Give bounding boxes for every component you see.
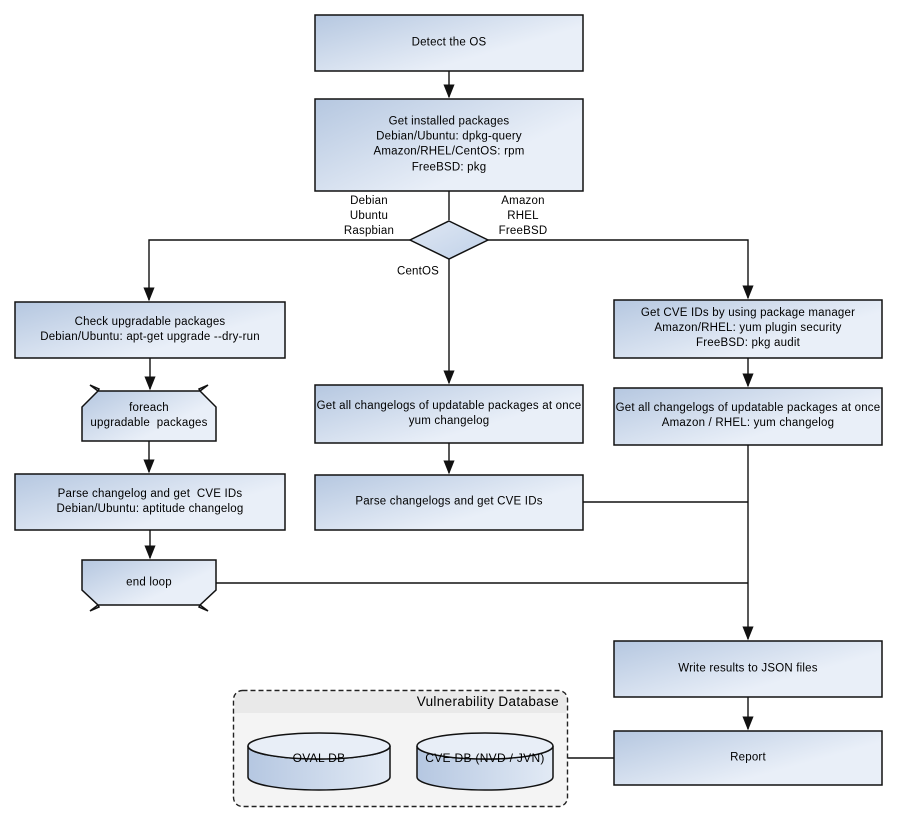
report-label: Report: [730, 751, 766, 764]
branch-label-debian: Debian Ubuntu Raspbian: [343, 195, 395, 238]
foreach-fold-right: [197, 384, 209, 393]
vulnerability-database-header: [235, 692, 566, 713]
oval-db-cylinder-top: [247, 732, 391, 760]
vulnerability-database-title: Vulnerability Database: [416, 694, 559, 709]
get-installed-label: Get installed packages Debian/Ubuntu: dp…: [373, 115, 525, 174]
centos-changelogs-box: [314, 384, 584, 444]
write-results-label: Write results to JSON files: [678, 662, 818, 675]
centos-parse-label: Parse changelogs and get CVE IDs: [355, 495, 543, 508]
branch-label-amazon: Amazon RHEL FreeBSD: [498, 195, 548, 238]
cve-db-label: CVE DB (NVD / JVN): [425, 751, 545, 766]
end-loop-shape: [81, 559, 217, 606]
branch-label-centos: CentOS: [396, 265, 440, 278]
get-cve-ids-label: Get CVE IDs by using package manager Ama…: [640, 307, 856, 350]
centos-changelogs-label: Get all changelogs of updatable packages…: [316, 399, 582, 427]
detect-os-box: [314, 14, 584, 72]
end-loop-label: end loop: [126, 576, 172, 589]
foreach-loop-label: foreach upgradable packages: [90, 401, 208, 429]
check-upgradable-label: Check upgradable packages Debian/Ubuntu:…: [40, 315, 260, 343]
foreach-fold-left: [89, 384, 101, 393]
oval-db-label: OVAL DB: [292, 751, 346, 766]
report-box: [613, 730, 883, 786]
centos-parse-changelogs-box: [314, 474, 584, 531]
get-installed-packages-box: [314, 98, 584, 192]
amazon-changelogs-box: [613, 387, 883, 446]
parse-changelog-debian-box: [14, 473, 286, 531]
parse-changelog-debian-label: Parse changelog and get CVE IDs Debian/U…: [56, 487, 244, 515]
connector-diamond-to-check-upgradable: [143, 239, 410, 302]
cve-db-cylinder-top: [416, 732, 554, 760]
get-cve-ids-pkg-manager-box: [613, 299, 883, 359]
detect-os-label: Detect the OS: [411, 36, 487, 49]
os-decision-diamond: [408, 220, 490, 260]
foreach-loop-shape: [81, 390, 217, 442]
endloop-fold-right: [197, 603, 209, 612]
check-upgradable-box: [14, 301, 286, 359]
connector-diamond-to-get-cve-ids: [488, 239, 754, 300]
amazon-changelogs-label: Get all changelogs of updatable packages…: [615, 401, 881, 429]
write-results-box: [613, 640, 883, 698]
endloop-fold-left: [89, 603, 101, 612]
